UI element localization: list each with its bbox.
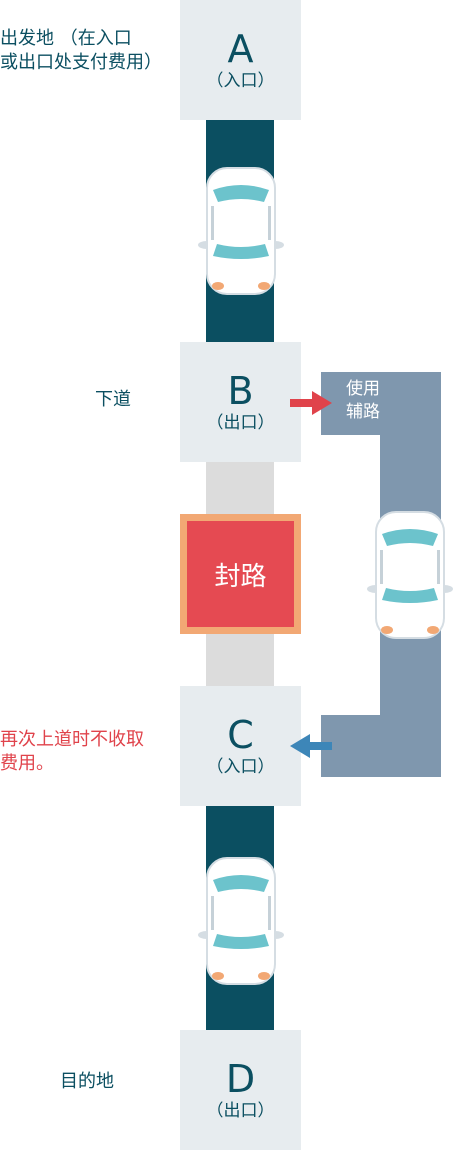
station-c: C （入口） — [180, 686, 301, 806]
exit-arrow-icon — [290, 391, 332, 415]
start-label-line1: 出发地 （在入口 — [0, 28, 132, 49]
reenter-label-line1: 再次上道时不收取 — [0, 729, 144, 750]
reenter-label: 再次上道时不收取 费用。 — [0, 728, 144, 776]
exit-label: 下道 — [95, 389, 131, 410]
station-b-letter: B — [227, 369, 254, 413]
station-a-letter: A — [227, 27, 254, 71]
station-c-letter: C — [227, 713, 254, 757]
enter-arrow-icon — [290, 734, 332, 758]
station-d-type: （出口） — [206, 1101, 275, 1121]
station-a: A （入口） — [180, 0, 301, 120]
car-icon — [198, 167, 284, 295]
reenter-label-line2: 费用。 — [0, 753, 54, 774]
road-closed-label: 封路 — [187, 521, 294, 627]
station-d: D （出口） — [180, 1030, 301, 1150]
detour-label-line2: 辅路 — [346, 402, 380, 422]
road-closed-block: 封路 — [180, 514, 301, 634]
car-icon — [198, 857, 284, 985]
station-b-type: （出口） — [206, 413, 275, 433]
station-b: B （出口） — [180, 342, 301, 462]
detour-label-line1: 使用 — [346, 379, 380, 399]
destination-label: 目的地 — [60, 1071, 114, 1092]
detour-label: 使用 辅路 — [346, 378, 380, 424]
start-label: 出发地 （在入口 或出口处支付费用） — [0, 27, 162, 75]
road-segment-closed-upper — [206, 462, 274, 514]
station-a-type: （入口） — [206, 71, 275, 91]
start-label-line2: 或出口处支付费用） — [0, 52, 162, 73]
station-d-letter: D — [225, 1057, 256, 1101]
road-segment-closed-lower — [206, 634, 274, 686]
car-icon — [367, 511, 453, 639]
station-c-type: （入口） — [206, 757, 275, 777]
